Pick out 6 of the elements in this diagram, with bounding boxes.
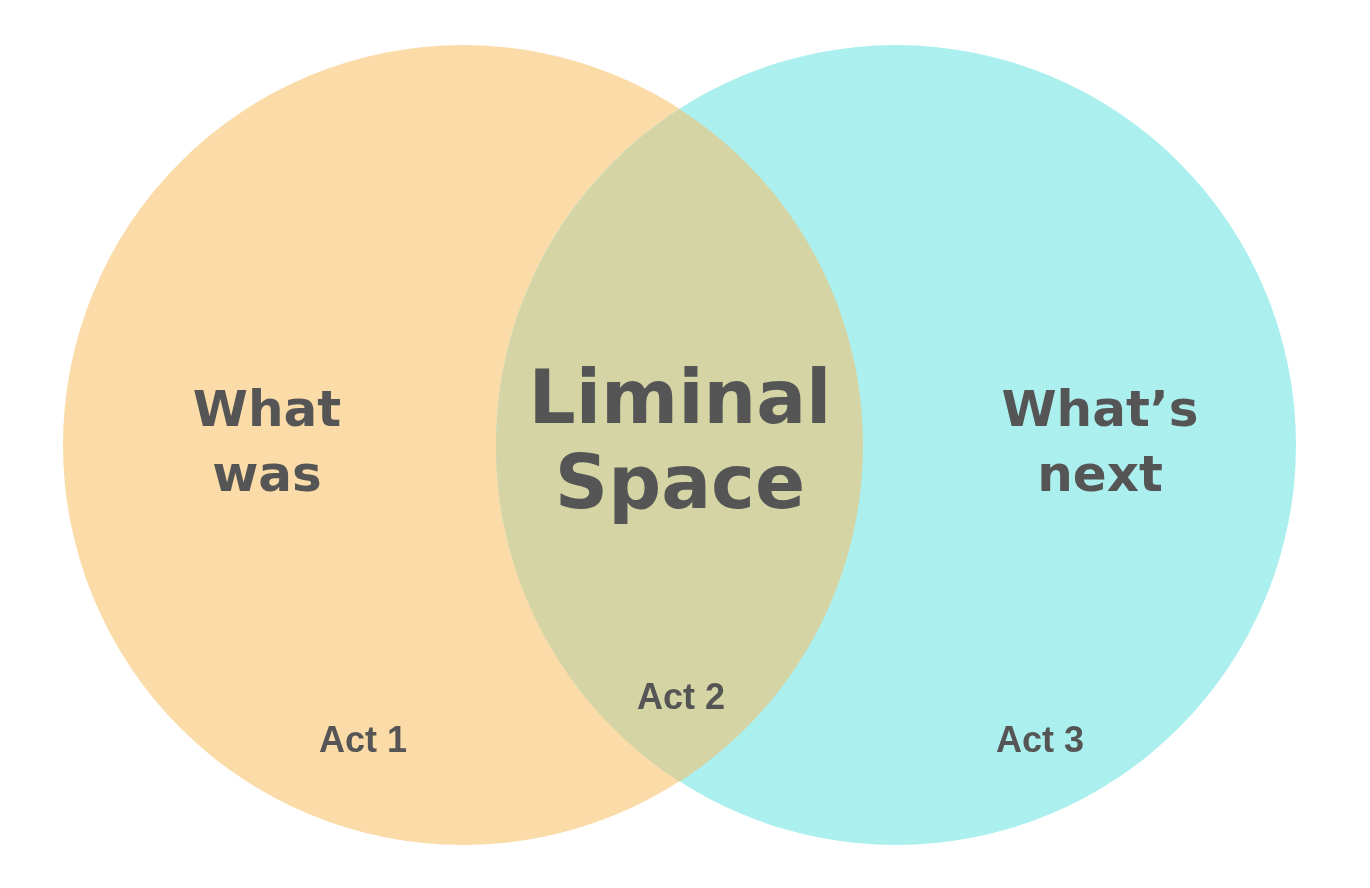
act-label: Act 3: [996, 719, 1084, 761]
region-label: Liminal Space: [527, 354, 833, 526]
region-label: What’s next: [1000, 379, 1200, 505]
act-label: Act 2: [637, 676, 725, 718]
region-label: What was: [191, 379, 343, 505]
act-label: Act 1: [319, 719, 407, 761]
